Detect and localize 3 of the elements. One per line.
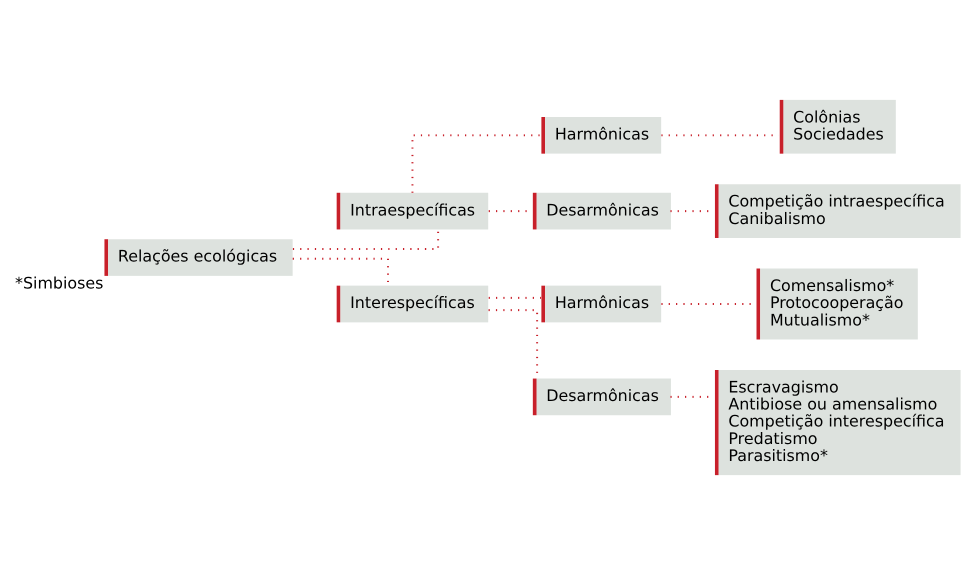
- node-label: *Simbioses: [14, 274, 103, 293]
- connector: [410, 134, 540, 193]
- connector: [292, 230, 439, 250]
